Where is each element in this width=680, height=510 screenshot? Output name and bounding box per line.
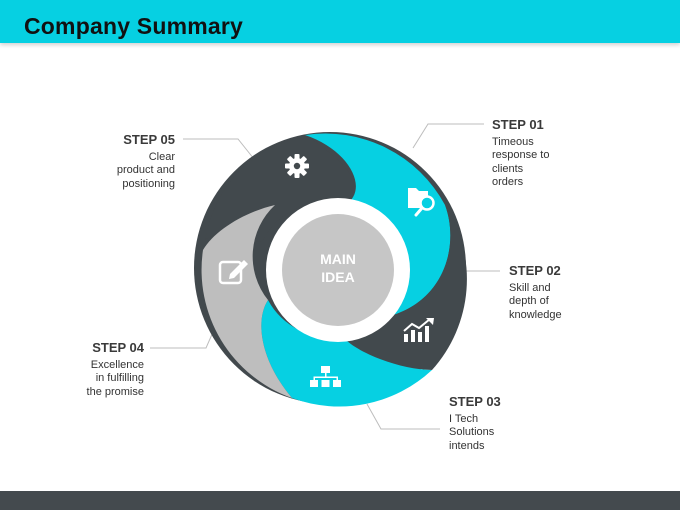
connector-step-03 bbox=[366, 403, 440, 430]
segment-step-03 bbox=[261, 300, 432, 407]
segment-step-04 bbox=[201, 205, 292, 398]
step-02-description: Skill and depth of knowledge bbox=[509, 281, 562, 321]
folder-search-icon bbox=[408, 188, 435, 217]
step-04-title: STEP 04 bbox=[92, 340, 144, 355]
step-01-description: Timeous response to clients orders bbox=[492, 135, 550, 189]
edit-icon bbox=[218, 260, 248, 285]
step-04: STEP 04 Excellence in fulfilling the pro… bbox=[87, 341, 144, 399]
footer-bar bbox=[0, 491, 680, 510]
step-05: STEP 05 Clear product and positioning bbox=[117, 133, 175, 191]
step-02-title: STEP 02 bbox=[509, 263, 561, 278]
step-03-description: I Tech Solutions intends bbox=[449, 412, 495, 452]
step-03: STEP 03 I Tech Solutions intends bbox=[449, 395, 501, 453]
step-04-description: Excellence in fulfilling the promise bbox=[86, 358, 144, 398]
page-title: Company Summary bbox=[24, 13, 244, 39]
step-01-title: STEP 01 bbox=[492, 117, 544, 132]
org-chart-icon bbox=[310, 366, 341, 387]
main-idea-line-2: IDEA bbox=[321, 269, 355, 285]
main-idea-line-1: MAIN bbox=[320, 251, 356, 267]
title-bar: Company Summary bbox=[0, 0, 680, 43]
step-03-title: STEP 03 bbox=[449, 394, 501, 409]
segment-step-05 bbox=[205, 135, 358, 242]
connector-step-01 bbox=[412, 123, 484, 149]
gear-icon bbox=[285, 154, 309, 178]
step-01: STEP 01 Timeous response to clients orde… bbox=[492, 118, 549, 190]
main-idea-label: MAIN IDEA bbox=[298, 250, 378, 286]
main-idea-circle bbox=[282, 214, 394, 326]
step-05-description: Clear product and positioning bbox=[116, 150, 175, 190]
bar-chart-growth-icon bbox=[403, 318, 434, 342]
step-02: STEP 02 Skill and depth of knowledge bbox=[509, 264, 562, 322]
connector-step-05 bbox=[183, 138, 255, 160]
segment-step-01 bbox=[305, 133, 451, 318]
step-05-title: STEP 05 bbox=[123, 132, 175, 147]
